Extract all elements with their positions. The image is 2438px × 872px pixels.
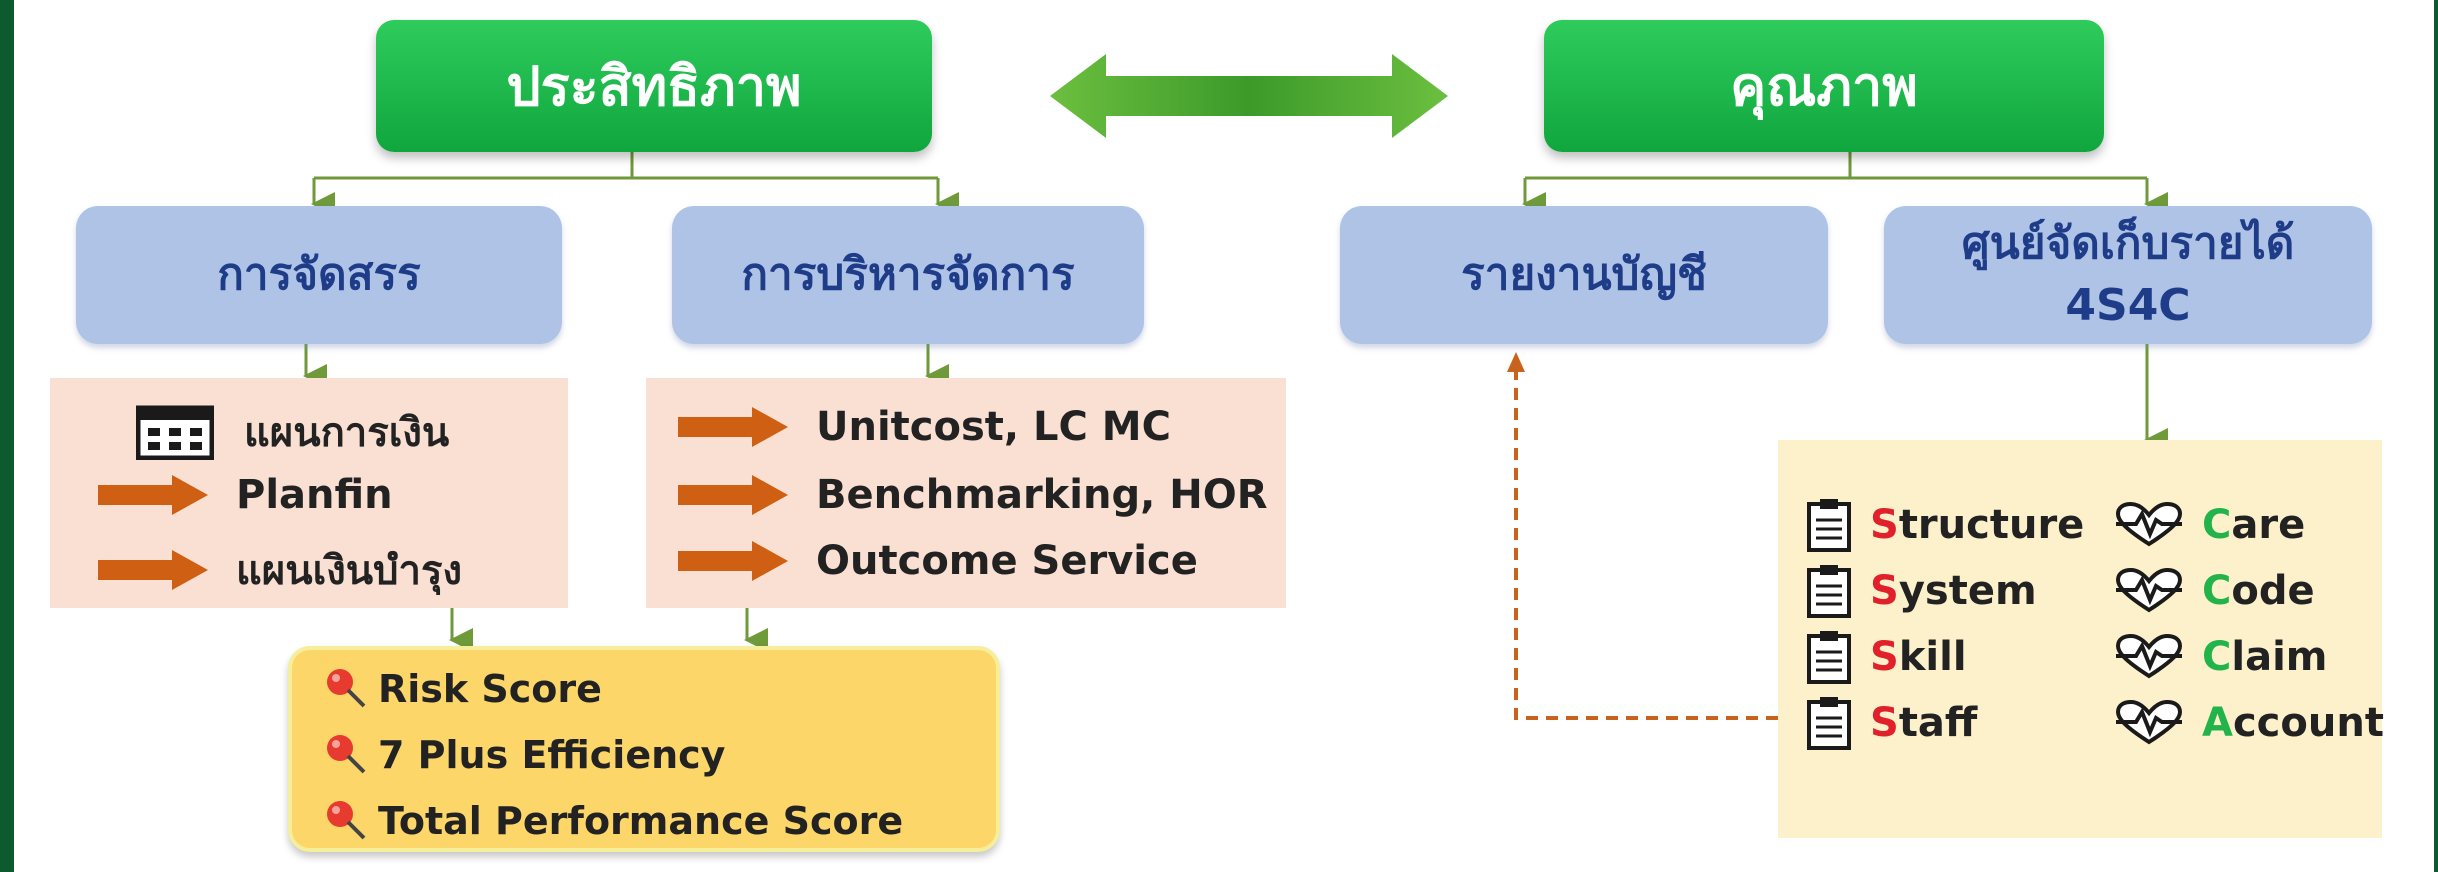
allocation-item: แผนการเงิน <box>244 410 450 456</box>
revenue-center-code: 4S4C <box>2065 280 2191 331</box>
c-initial: C <box>2202 568 2232 614</box>
score-item: 7 Plus Efficiency <box>378 733 726 777</box>
heartbeat-icon <box>2115 700 2183 745</box>
pushpin-icon <box>327 669 366 708</box>
accounting-title: รายงานบัญชี <box>1461 249 1707 300</box>
orange-right-arrow-icon <box>98 550 208 590</box>
c-word: laim <box>2231 634 2328 680</box>
s-word: kill <box>1898 634 1967 680</box>
management-title: การบริหารจัดการ <box>741 249 1075 300</box>
allocation-item: Planfin <box>236 472 393 518</box>
management-item: Benchmarking, HOR <box>816 472 1268 518</box>
management-list: Unitcost, LC MC Benchmarking, HOR Outcom… <box>646 378 1286 608</box>
four-s-four-c-box: Structure System Skill Staff <box>1778 440 2384 838</box>
orange-right-arrow-icon <box>98 475 208 515</box>
allocation-title: การจัดสรร <box>217 249 421 300</box>
heartbeat-icon <box>2115 502 2183 547</box>
list-item: Risk Score <box>322 666 602 712</box>
list-item: Unitcost, LC MC <box>678 404 1171 450</box>
scores-box: Risk Score 7 Plus Efficiency Total Perfo… <box>288 646 1000 852</box>
c-word: ode <box>2231 568 2315 614</box>
quality-header: คุณภาพ <box>1544 20 2104 152</box>
list-item: Claim <box>2114 634 2327 680</box>
c-initial: C <box>2202 502 2232 548</box>
list-item: Skill <box>1806 630 1967 684</box>
pushpin-icon <box>327 801 366 840</box>
quality-title: คุณภาพ <box>1730 55 1918 118</box>
accounting-box: รายงานบัญชี <box>1340 206 1828 344</box>
s-word: ystem <box>1898 568 2037 614</box>
revenue-center-title: ศูนย์จัดเก็บรายได้ <box>1961 218 2295 269</box>
s-initial: S <box>1870 700 1899 746</box>
orange-right-arrow-icon <box>678 541 788 581</box>
c-initial: C <box>2202 634 2232 680</box>
list-item: 7 Plus Efficiency <box>322 732 725 778</box>
c-word: are <box>2231 502 2306 548</box>
revenue-center-box: ศูนย์จัดเก็บรายได้ 4S4C <box>1884 206 2372 344</box>
heartbeat-icon <box>2115 568 2183 613</box>
list-item: System <box>1806 564 2037 618</box>
score-item: Total Performance Score <box>378 799 904 843</box>
list-item: Account <box>2114 700 2384 746</box>
double-headed-arrow-icon <box>1050 54 1448 138</box>
efficiency-header: ประสิทธิภาพ <box>376 20 932 152</box>
clipboard-icon <box>1807 697 1851 750</box>
score-item: Risk Score <box>378 667 602 711</box>
allocation-box: การจัดสรร <box>76 206 562 344</box>
orange-right-arrow-icon <box>678 475 788 515</box>
management-item: Unitcost, LC MC <box>816 404 1171 450</box>
list-item: แผนการเงิน <box>136 400 449 464</box>
s-word: tructure <box>1898 502 2085 548</box>
connector-lines <box>303 54 2168 720</box>
s-initial: S <box>1870 502 1899 548</box>
clipboard-icon <box>1807 565 1851 618</box>
s-word: taff <box>1898 700 1978 746</box>
management-item: Outcome Service <box>816 538 1198 584</box>
list-item: Total Performance Score <box>322 798 903 844</box>
orange-right-arrow-icon <box>678 407 788 447</box>
list-item: Care <box>2114 502 2305 548</box>
s-initial: S <box>1870 634 1899 680</box>
list-item: Outcome Service <box>678 538 1198 584</box>
management-box: การบริหารจัดการ <box>672 206 1144 344</box>
diagram-canvas: ประสิทธิภาพ คุณภาพ การจัดสรร การบริหารจั… <box>14 0 2434 872</box>
pushpin-icon <box>327 735 366 774</box>
clipboard-icon <box>1807 499 1851 552</box>
s-initial: S <box>1870 568 1899 614</box>
allocation-list: แผนการเงิน Planfin แผนเงินบำรุง <box>50 378 568 608</box>
list-item: Structure <box>1806 498 2084 552</box>
list-item: Code <box>2114 568 2315 614</box>
list-item: Staff <box>1806 696 1977 750</box>
efficiency-title: ประสิทธิภาพ <box>506 55 802 118</box>
list-item: แผนเงินบำรุง <box>98 538 462 602</box>
allocation-item: แผนเงินบำรุง <box>236 548 462 594</box>
heartbeat-icon <box>2115 634 2183 679</box>
list-item: Planfin <box>98 472 393 518</box>
clipboard-icon <box>1807 631 1851 684</box>
list-item: Benchmarking, HOR <box>678 472 1268 518</box>
c-word: ccount <box>2232 700 2384 746</box>
c-initial: A <box>2202 700 2233 746</box>
calendar-icon <box>136 405 214 460</box>
